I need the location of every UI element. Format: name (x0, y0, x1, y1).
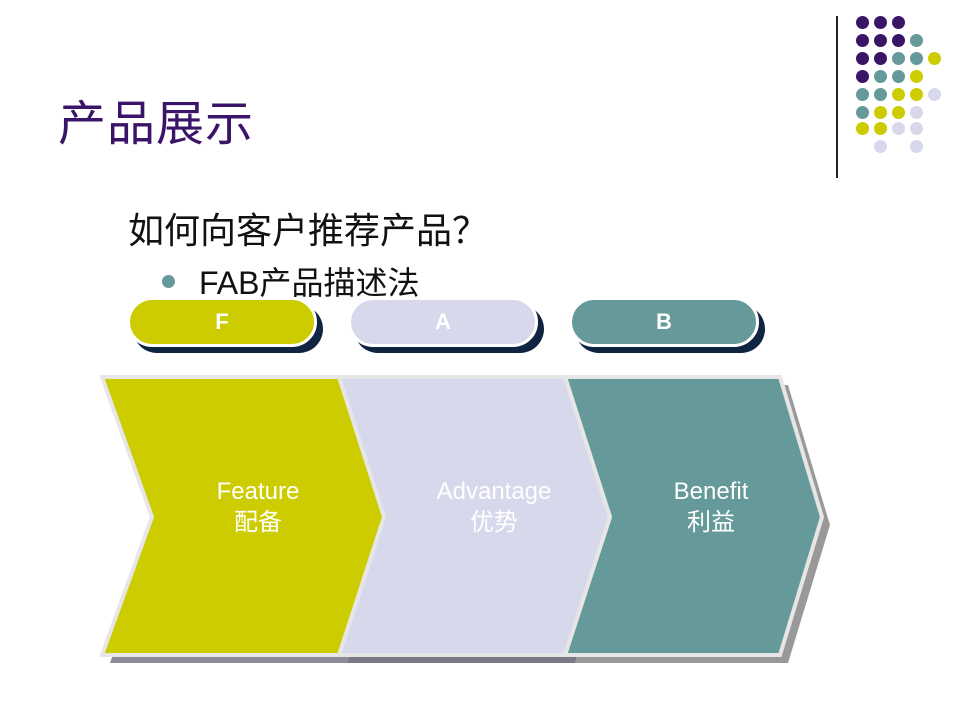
pill-a[interactable]: A (348, 297, 544, 353)
decorative-dot-icon (910, 88, 923, 101)
chevron-advantage-label: Advantage 优势 (394, 476, 594, 538)
chevron-advantage-zh: 优势 (470, 508, 518, 536)
pill-f-label: F (127, 297, 317, 347)
decorative-dot-icon (856, 34, 869, 47)
slide-question: 如何向客户推荐产品？ (128, 211, 489, 252)
bullet-item: FAB产品描述法 (162, 258, 419, 304)
decorative-dot-icon (892, 70, 905, 83)
decorative-dot-icon (892, 88, 905, 101)
decorative-divider-line (836, 16, 838, 178)
decorative-dot-icon (874, 52, 887, 65)
pill-a-label: A (348, 297, 538, 347)
chevron-benefit-zh: 利益 (687, 508, 735, 536)
decorative-dot-icon (874, 70, 887, 83)
decorative-dot-icon (856, 106, 869, 119)
decorative-dot-icon (874, 106, 887, 119)
chevron-feature-zh: 配备 (234, 508, 282, 536)
decorative-dot-icon (910, 140, 923, 153)
decorative-dot-icon (928, 52, 941, 65)
decorative-dot-icon (928, 88, 941, 101)
decorative-dot-icon (874, 140, 887, 153)
chevron-benefit-label: Benefit 利益 (611, 476, 811, 538)
pill-b-label: B (569, 297, 759, 347)
decorative-dot-icon (856, 70, 869, 83)
chevron-feature[interactable] (99, 375, 387, 657)
pill-f[interactable]: F (127, 297, 323, 353)
decorative-dot-icon (856, 52, 869, 65)
decorative-dot-icon (910, 70, 923, 83)
decorative-dot-icon (856, 122, 869, 135)
decorative-dot-icon (874, 16, 887, 29)
decorative-dot-icon (910, 52, 923, 65)
decorative-dot-icon (892, 16, 905, 29)
decorative-dot-icon (874, 88, 887, 101)
chevron-feature-en: Feature (216, 478, 300, 505)
decorative-dot-icon (910, 34, 923, 47)
chevron-advantage-en: Advantage (436, 478, 552, 505)
decorative-dot-icon (892, 34, 905, 47)
decorative-dot-icon (892, 122, 905, 135)
chevron-benefit-en: Benefit (673, 478, 749, 505)
decorative-dot-icon (856, 16, 869, 29)
decorative-dot-icon (856, 88, 869, 101)
decorative-dot-icon (874, 122, 887, 135)
circle-bullet-icon (162, 274, 175, 288)
decorative-dot-icon (910, 122, 923, 135)
bullet-text: FAB产品描述法 (199, 265, 420, 301)
chevron-feature-label: Feature 配备 (158, 476, 358, 538)
pill-b[interactable]: B (569, 297, 765, 353)
decorative-dot-icon (910, 106, 923, 119)
slide-title: 产品展示 (58, 96, 255, 152)
decorative-dot-icon (892, 106, 905, 119)
decorative-dot-icon (874, 34, 887, 47)
decorative-dot-icon (892, 52, 905, 65)
